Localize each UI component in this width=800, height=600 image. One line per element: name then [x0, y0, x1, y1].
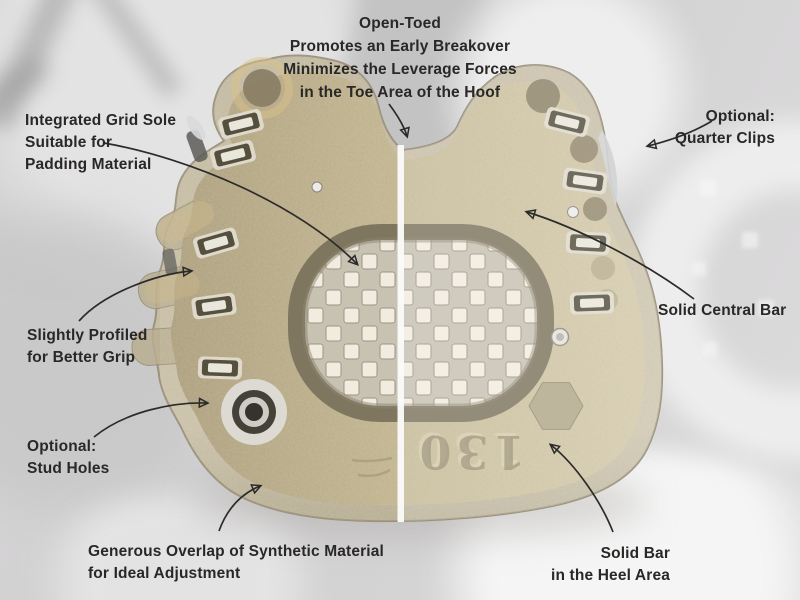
- grommet-center: [556, 333, 564, 341]
- branch-pad: [583, 197, 607, 221]
- annotation-central-bar: Solid Central Bar: [658, 300, 786, 322]
- annotation-profiled-grip: Slightly Profiled for Better Grip: [27, 325, 148, 369]
- annotation-overlap: Generous Overlap of Synthetic Material f…: [88, 541, 384, 585]
- grid-sole-holes: [305, 240, 537, 406]
- stud-hole-eyelet: [221, 379, 287, 445]
- annotation-heel-bar: Solid Bar in the Heel Area: [551, 543, 670, 587]
- svg-text:130: 130: [414, 425, 525, 479]
- steel-clip-patch: [186, 129, 208, 163]
- annotation-line: Optional:: [27, 438, 97, 455]
- annotation-line: Suitable for: [25, 134, 113, 151]
- arrow-central-bar: [524, 209, 695, 300]
- annotation-line: Optional:: [705, 108, 775, 125]
- arrow-heel-bar: [548, 443, 614, 533]
- annotation-line: Generous Overlap of Synthetic Material: [88, 543, 384, 560]
- embossed-logo-squiggle: [351, 456, 393, 478]
- annotation-line: Stud Holes: [27, 460, 110, 477]
- annotation-open-toed: Open-Toed Promotes an Early Breakover Mi…: [240, 12, 560, 104]
- divider-line: [397, 145, 404, 522]
- annotation-line: in the Heel Area: [551, 567, 670, 584]
- annotation-line: Solid Bar: [600, 545, 670, 562]
- annotation-quarter-clips: Optional: Quarter Clips: [675, 106, 775, 150]
- steel-clip-patch: [162, 248, 178, 276]
- amber-tab-highlight: [144, 272, 200, 304]
- annotation-line: for Better Grip: [27, 349, 136, 366]
- steel-sliver: [186, 116, 206, 140]
- arrow-open-toed: [388, 103, 410, 139]
- annotation-line: Solid Central Bar: [658, 302, 787, 319]
- annotation-line: Promotes an Early Breakover: [289, 38, 511, 55]
- annotation-line: Slightly Profiled: [27, 327, 148, 344]
- embossed-size-text: 130 130: [411, 422, 525, 479]
- annotation-grid-sole: Integrated Grid Sole Suitable for Paddin…: [25, 110, 176, 176]
- rivet: [311, 181, 323, 193]
- annotation-line: Minimizes the Leverage Forces: [283, 61, 517, 78]
- annotation-line: Quarter Clips: [674, 130, 775, 147]
- arrow-grid-sole: [103, 142, 359, 266]
- arrow-quarter-clips: [645, 120, 713, 150]
- arrow-profiled-grip: [78, 266, 194, 322]
- annotation-line: Padding Material: [25, 156, 152, 173]
- annotation-line: in the Toe Area of the Hoof: [299, 84, 501, 101]
- arrow-stud-holes: [93, 397, 210, 438]
- quarter-clip-area: [598, 130, 618, 207]
- amber-tab-highlight: [157, 201, 215, 243]
- svg-text:130: 130: [411, 422, 522, 476]
- grid-sole-inner-rim: [302, 237, 540, 409]
- right-half-exposure: [404, 55, 663, 522]
- toe-pad-left: [243, 69, 281, 107]
- heel-hex-hole: [528, 382, 584, 430]
- annotation-arrows: [78, 103, 713, 533]
- annotation-line: Integrated Grid Sole: [25, 112, 177, 129]
- annotation-stud-holes: Optional: Stud Holes: [27, 436, 109, 480]
- branch-pad: [570, 135, 598, 163]
- rivet: [567, 206, 579, 218]
- grid-sole: [288, 224, 554, 422]
- toe-pad-right: [526, 79, 560, 113]
- annotation-line: for Ideal Adjustment: [88, 565, 241, 582]
- edge-scallop: [591, 256, 615, 280]
- amber-lobe-ring: [231, 57, 293, 119]
- annotation-line: Open-Toed: [359, 15, 441, 32]
- arrow-overlap: [218, 484, 263, 532]
